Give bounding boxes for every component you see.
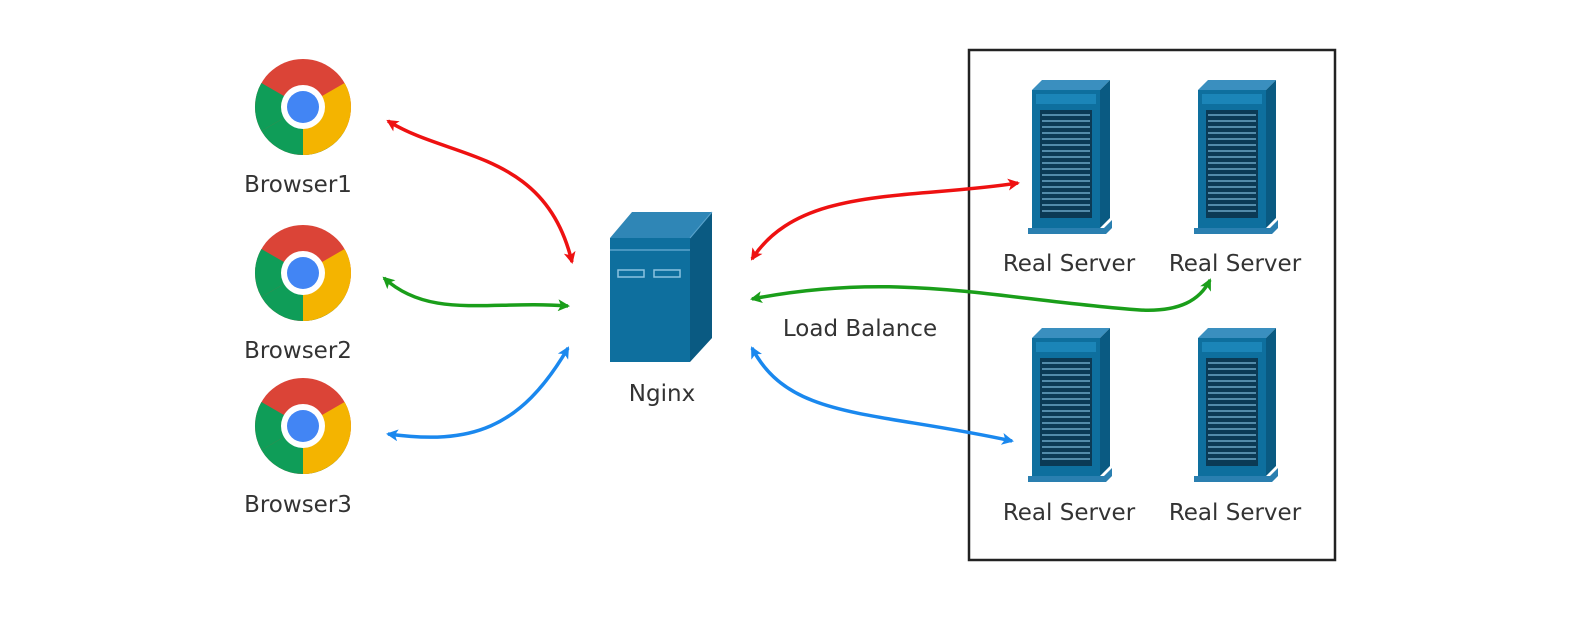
- nginx-label: Nginx: [629, 381, 695, 407]
- nginx-server-icon: [610, 211, 713, 362]
- server-icon: [1027, 327, 1113, 483]
- nginx-server-2-arrow: [750, 278, 1212, 312]
- nginx-server-1-arrow: [750, 178, 1020, 261]
- server-icon: [1027, 79, 1113, 235]
- browser-2: Browser2: [244, 225, 352, 364]
- browser-1: Browser1: [244, 59, 352, 198]
- browser-3: Browser3: [244, 378, 352, 518]
- chrome-icon: [254, 225, 352, 322]
- chrome-icon: [254, 378, 352, 475]
- browser-1-nginx-arrow: [386, 119, 576, 264]
- real-server-1: Real Server: [1003, 79, 1136, 277]
- real-server-4-label: Real Server: [1169, 500, 1302, 526]
- real-server-3-label: Real Server: [1003, 500, 1136, 526]
- real-server-1-label: Real Server: [1003, 251, 1136, 277]
- real-server-2-label: Real Server: [1169, 251, 1302, 277]
- browser-1-label: Browser1: [244, 172, 352, 198]
- real-server-4: Real Server: [1169, 327, 1302, 526]
- browser-3-label: Browser3: [244, 492, 352, 518]
- nginx-node: Nginx: [610, 211, 713, 407]
- browser-2-label: Browser2: [244, 338, 352, 364]
- real-server-2: Real Server: [1169, 79, 1302, 277]
- server-icon: [1193, 79, 1279, 235]
- chrome-icon: [254, 59, 352, 156]
- load-balance-label: Load Balance: [783, 316, 937, 342]
- browser-2-nginx-arrow: [382, 276, 570, 312]
- server-icon: [1193, 327, 1279, 483]
- browser-3-nginx-arrow: [386, 346, 570, 442]
- real-server-3: Real Server: [1003, 327, 1136, 526]
- server-cluster-box: [967, 48, 1337, 562]
- nginx-server-3-arrow: [750, 346, 1014, 445]
